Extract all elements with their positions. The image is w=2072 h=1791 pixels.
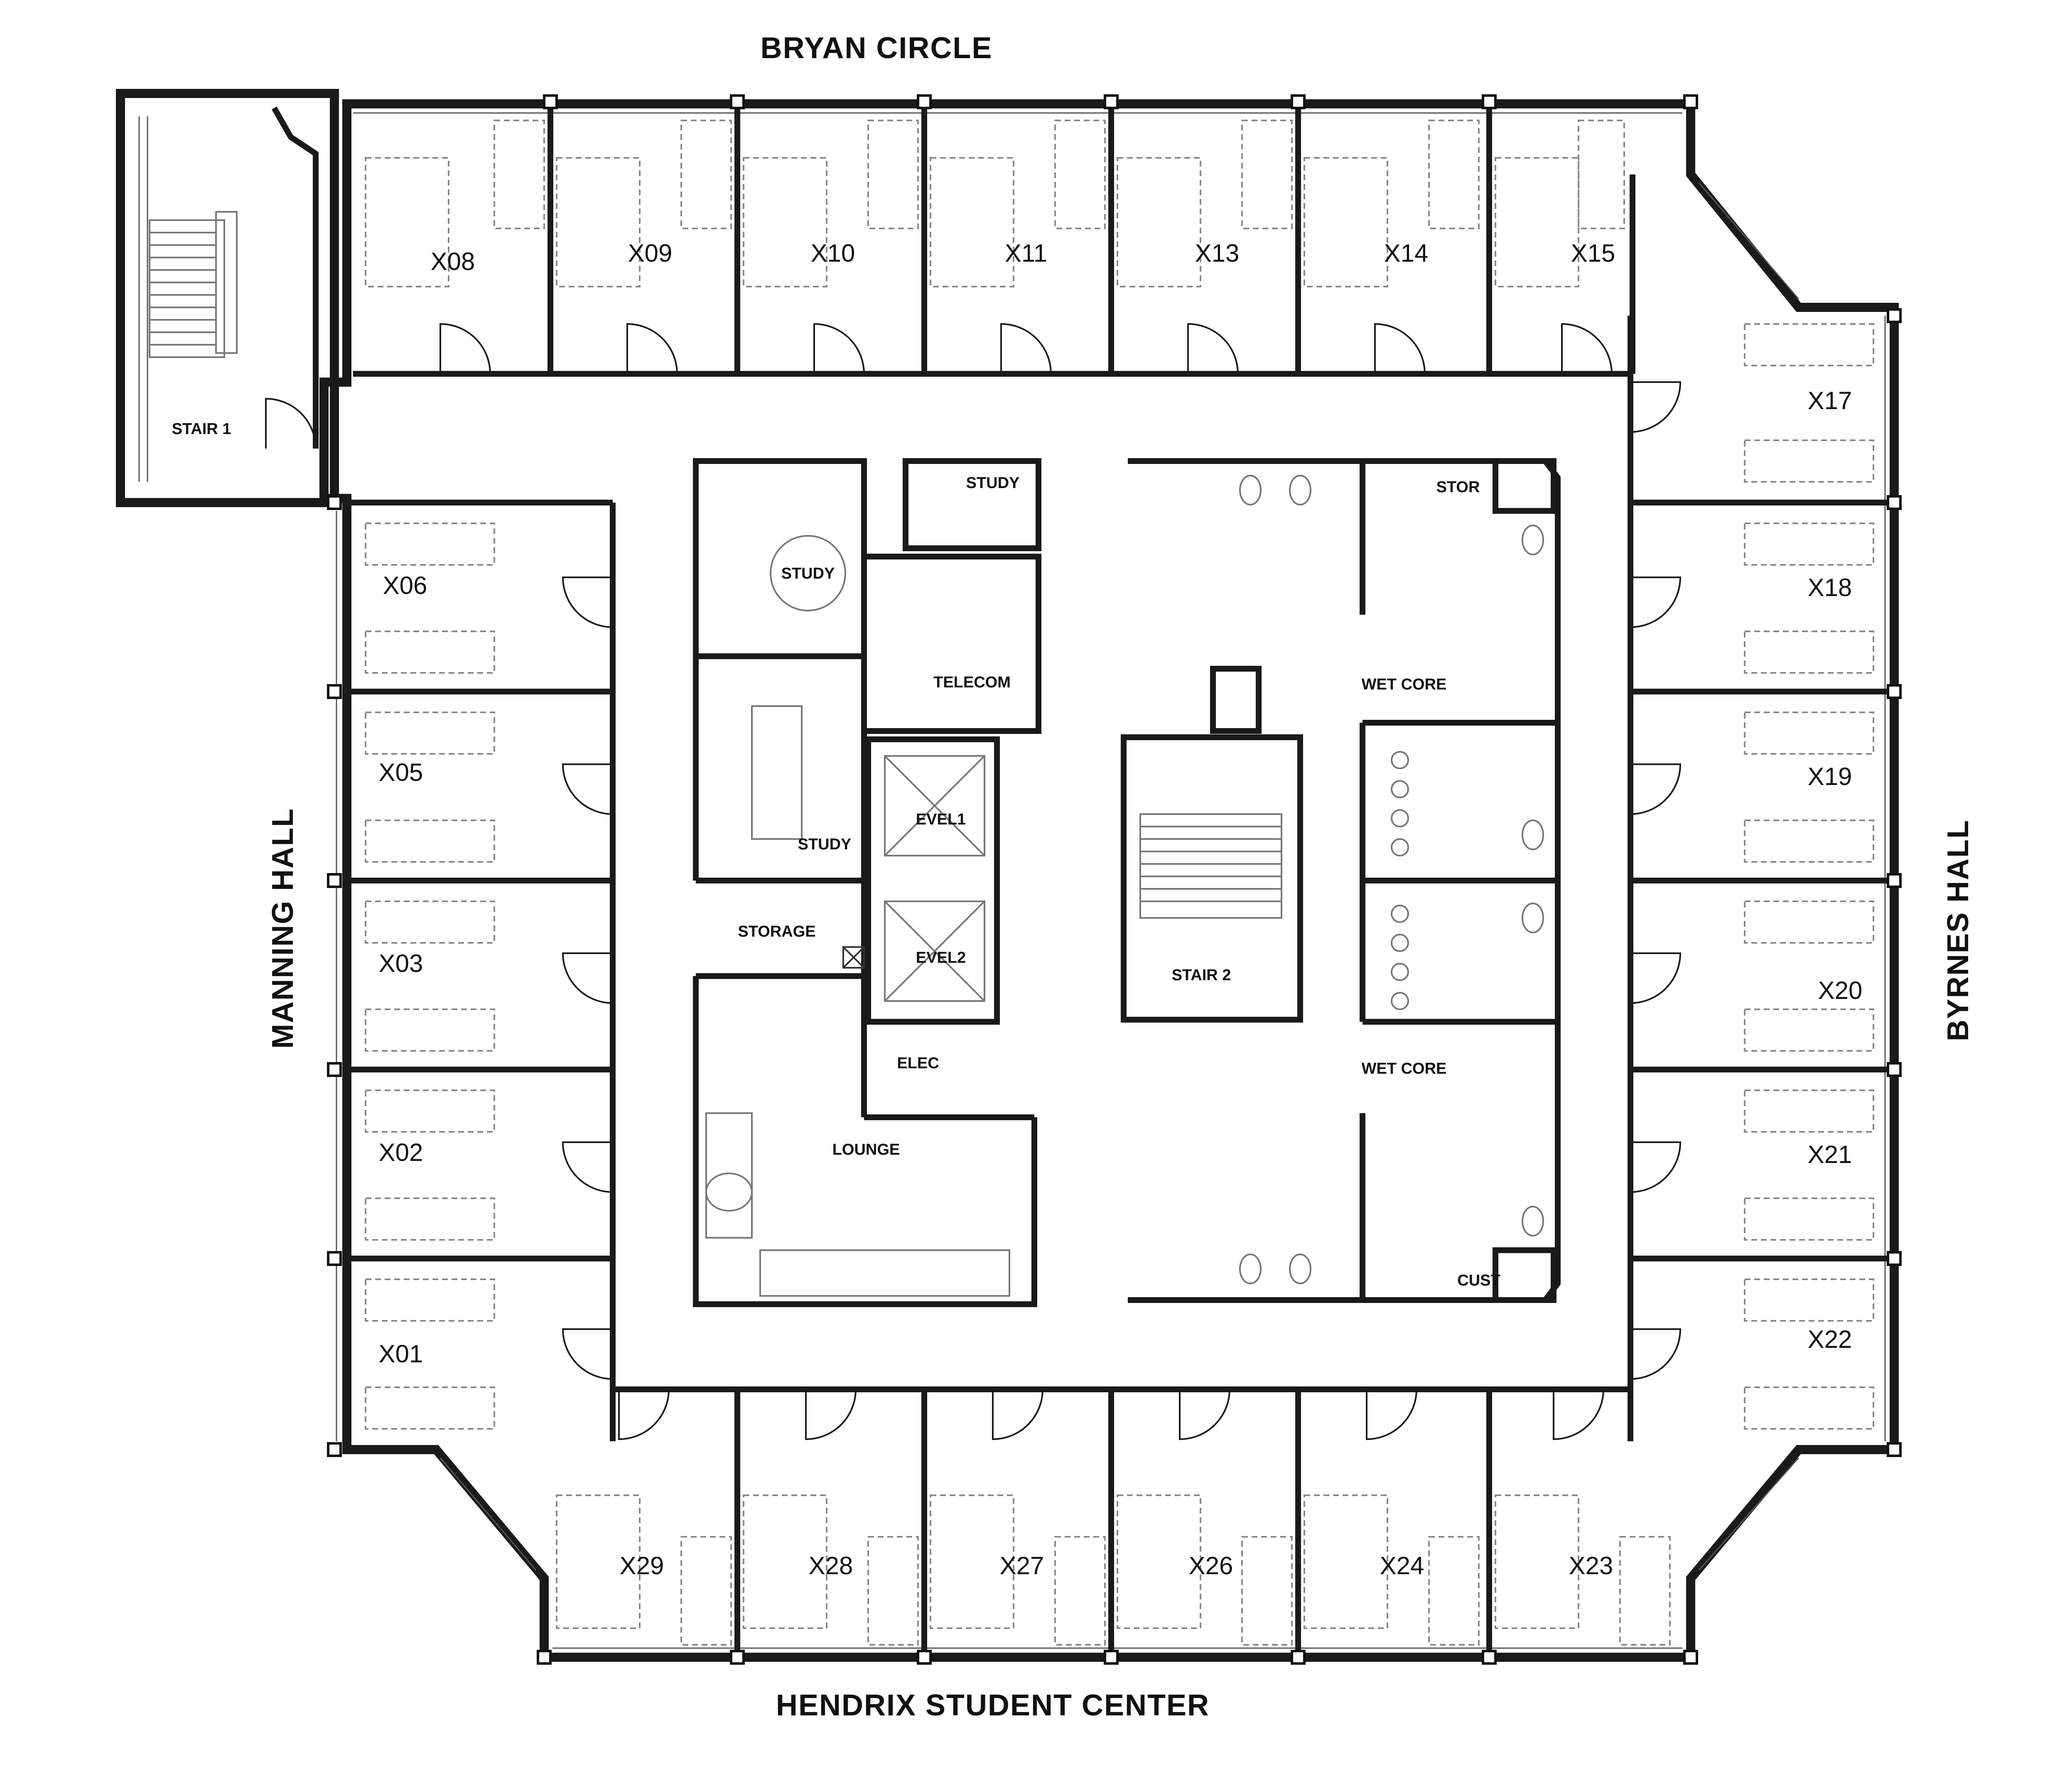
room-label-south-3: X27: [1000, 1552, 1044, 1580]
core-east-block: [1121, 458, 1561, 1303]
room-label-north-5: X13: [1195, 239, 1240, 267]
room-label-east-5: X21: [1808, 1141, 1852, 1168]
room-label-west-4: X02: [379, 1138, 423, 1166]
room-label-west-1: X06: [383, 572, 427, 599]
south-rooms: [556, 1386, 1671, 1657]
room-label-north-7: X15: [1571, 239, 1615, 267]
room-label-south-4: X26: [1189, 1552, 1233, 1580]
room-label-south-5: X24: [1380, 1552, 1424, 1580]
stair-2-label: STAIR 2: [1172, 967, 1231, 984]
room-label-east-4: X20: [1818, 976, 1863, 1004]
street-label-west: MANNING HALL: [266, 808, 300, 1049]
west-rooms: [347, 500, 616, 1441]
telecom-label: TELECOM: [933, 674, 1011, 691]
lounge-label: LOUNGE: [832, 1141, 900, 1158]
study-small-label: STUDY: [966, 474, 1020, 492]
street-label-south: HENDRIX STUDENT CENTER: [776, 1689, 1210, 1722]
room-label-north-6: X14: [1384, 239, 1429, 267]
room-label-north-1: X08: [431, 248, 475, 275]
street-label-east: BYRNES HALL: [1942, 819, 1975, 1041]
room-label-north-4: X11: [1005, 239, 1047, 267]
elec-label: ELEC: [897, 1055, 939, 1072]
east-rooms: [1628, 316, 1894, 1441]
storage-label: STORAGE: [738, 923, 815, 940]
room-label-north-3: X10: [811, 239, 855, 267]
stair-1-label: STAIR 1: [172, 420, 231, 438]
room-label-east-2: X18: [1808, 574, 1852, 601]
evel2-label: EVEL2: [916, 949, 966, 967]
study-table-label: STUDY: [798, 836, 852, 853]
street-label-north: BRYAN CIRCLE: [761, 32, 993, 65]
evel1-label: EVEL1: [916, 811, 966, 828]
room-label-east-3: X19: [1808, 763, 1852, 790]
stor-label: STOR: [1436, 478, 1480, 496]
room-label-east-6: X22: [1808, 1325, 1852, 1353]
room-label-east-1: X17: [1808, 387, 1852, 415]
study-round-label: STUDY: [781, 565, 835, 582]
room-label-south-6: X23: [1569, 1552, 1613, 1580]
columns: [327, 94, 1902, 1665]
room-label-west-5: X01: [379, 1340, 423, 1368]
cust-label: CUST: [1457, 1272, 1500, 1289]
room-label-south-1: X29: [620, 1552, 664, 1580]
wet-core-south-label: WET CORE: [1362, 1060, 1447, 1077]
room-label-west-3: X03: [379, 949, 423, 977]
wet-core-north-label: WET CORE: [1362, 676, 1447, 693]
room-label-south-2: X28: [809, 1552, 853, 1580]
north-rooms: [353, 104, 1635, 377]
stair-1-annex: [116, 89, 339, 507]
room-label-north-2: X09: [628, 239, 673, 267]
room-label-west-2: X05: [379, 758, 423, 786]
core-west-block: [693, 458, 1041, 1307]
